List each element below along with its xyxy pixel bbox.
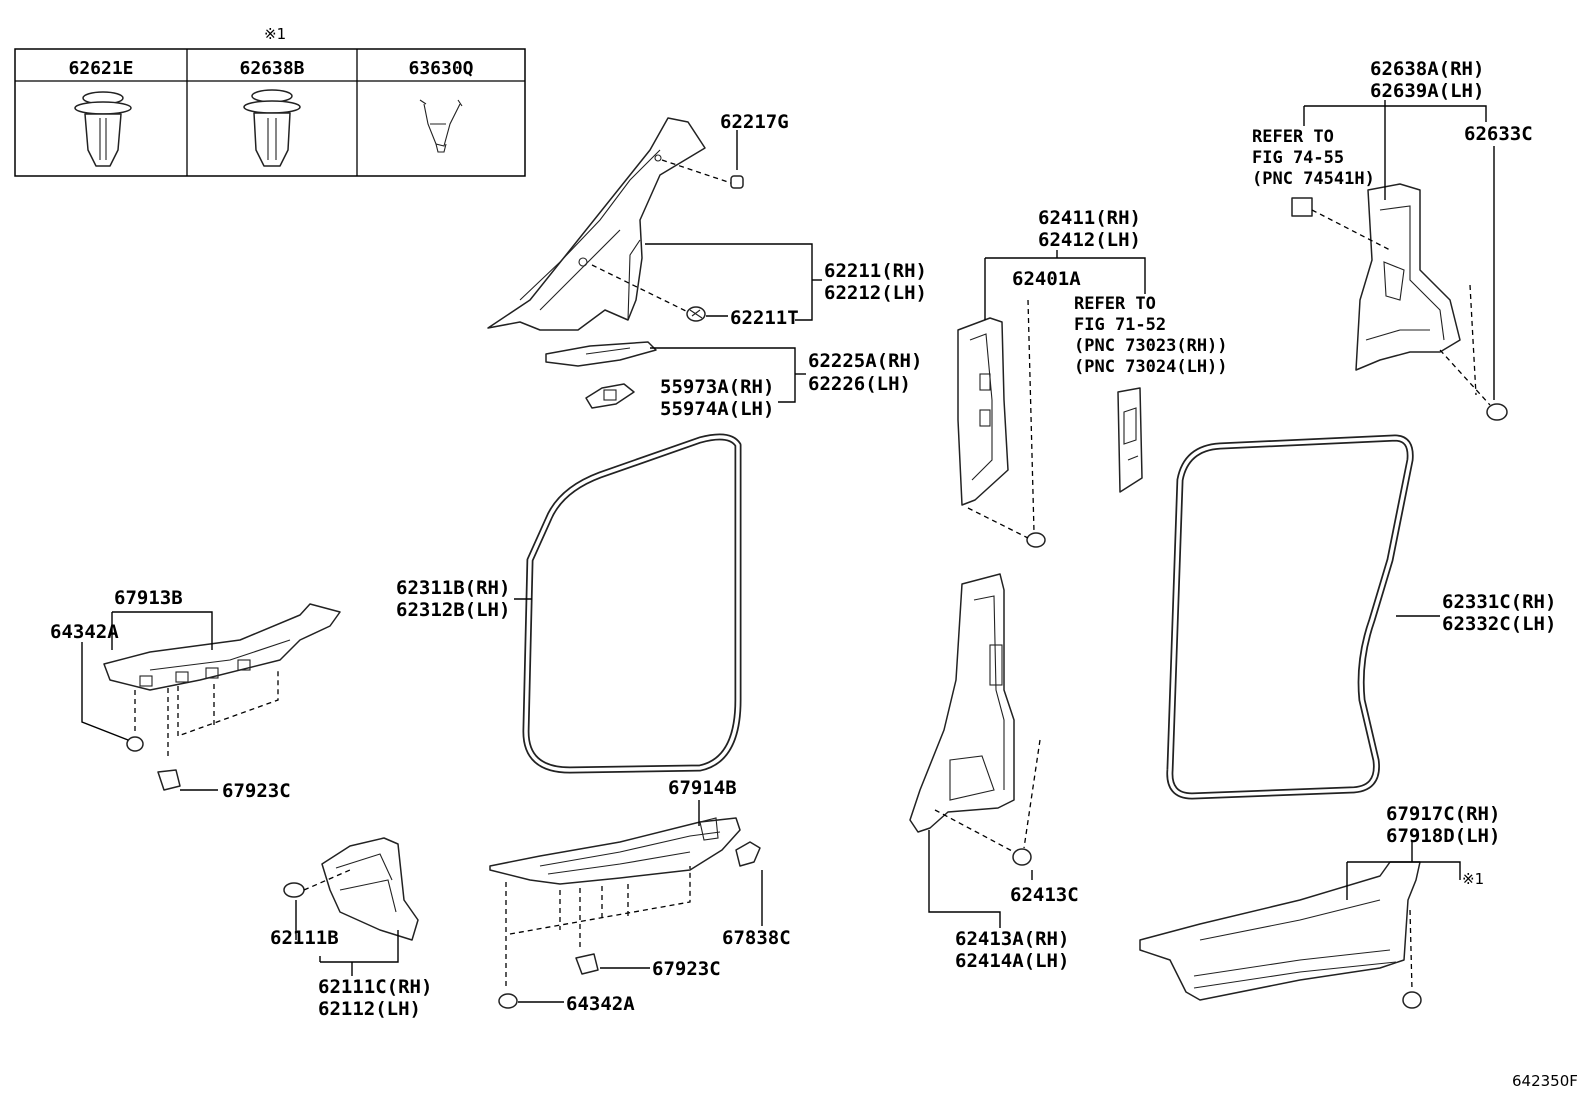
clip-62621E-placement-icon [1402, 991, 1422, 1009]
clip-63630Q-icon [419, 99, 463, 153]
ref-fig71-line2: FIG 71-52 [1074, 315, 1166, 335]
label-62638ARH: 62638A(RH) [1370, 58, 1484, 80]
label-62412LH: 62412(LH) [1038, 229, 1141, 251]
cowl-side-trim-62111C [321, 837, 419, 941]
label-62211T: 62211T [730, 307, 799, 329]
label-62111B: 62111B [270, 927, 339, 949]
clip-64342A-top-icon [126, 736, 144, 752]
center-pillar-garnish-upper [957, 317, 1009, 506]
legend-header-62621E: 62621E [68, 58, 133, 79]
label-62413C: 62413C [1010, 884, 1079, 906]
clip-62111B-icon [283, 882, 305, 898]
clip-67923C-bottom-icon [575, 953, 599, 975]
bracket-55973A [585, 383, 635, 409]
label-67913B: 67913B [114, 587, 183, 609]
label-55973ARH: 55973A(RH) [660, 376, 774, 398]
front-pillar-garnish [487, 117, 706, 331]
leader-lines [81, 100, 1495, 1003]
part-labels: 62217G 62211(RH) 62212(LH) 62211T 62225A… [50, 58, 1578, 1090]
label-55974ALH: 55974A(LH) [660, 398, 774, 420]
legend-header-62638B: 62638B [239, 58, 304, 79]
legend-note-mark: ※1 [264, 25, 286, 43]
label-62639ALH: 62639A(LH) [1370, 80, 1484, 102]
clip-62217G-icon [730, 175, 744, 189]
clip-62211T-icon [686, 306, 706, 322]
label-67917CRH: 67917C(RH) [1386, 803, 1500, 825]
ref-fig71-line4: (PNC 73024(LH)) [1074, 357, 1228, 377]
clip-62633C-icon [1486, 403, 1508, 421]
label-62112LH: 62112(LH) [318, 998, 421, 1020]
label-62332CLH: 62332C(LH) [1442, 613, 1556, 635]
center-pillar-garnish-lower [909, 573, 1015, 833]
rear-quarter-pillar-garnish [1355, 183, 1461, 371]
label-62411RH: 62411(RH) [1038, 207, 1141, 229]
label-67838C: 67838C [722, 927, 791, 949]
front-scuff-plate-67913B [103, 603, 341, 691]
fastener-legend-table: ※1 62621E 62638B 63630Q [14, 25, 526, 177]
label-62217G: 62217G [720, 111, 789, 133]
clip-67923C-top-icon [157, 769, 181, 791]
clip-62413C-icon [1012, 848, 1032, 866]
label-67923C-bottom: 67923C [652, 958, 721, 980]
legend-header-63630Q: 63630Q [408, 58, 473, 79]
label-62225ARH: 62225A(RH) [808, 350, 922, 372]
ref-fig71-line3: (PNC 73023(RH)) [1074, 336, 1228, 356]
ref-fig74-line1: REFER TO [1252, 127, 1334, 147]
label-62331CRH: 62331C(RH) [1442, 591, 1556, 613]
ref-fig71-line1: REFER TO [1074, 294, 1156, 314]
label-62311BRH: 62311B(RH) [396, 577, 510, 599]
label-67914B: 67914B [668, 777, 737, 799]
label-62633C: 62633C [1464, 123, 1533, 145]
rear-door-weatherstrip [1166, 434, 1414, 800]
garnish-62225A [545, 341, 657, 367]
label-67918DLH: 67918D(LH) [1386, 825, 1500, 847]
label-64342A-top: 64342A [50, 621, 119, 643]
cover-67838C-icon [735, 841, 761, 867]
front-door-weatherstrip [522, 433, 742, 774]
figure-id: 642350F [1512, 1072, 1578, 1090]
label-62401A: 62401A [1012, 268, 1081, 290]
label-62312BLH: 62312B(LH) [396, 599, 510, 621]
note-mark-placement: ※1 [1462, 870, 1484, 888]
label-62226LH: 62226(LH) [808, 373, 911, 395]
ref-fig74-line3: (PNC 74541H) [1252, 169, 1375, 189]
clip-62621E-icon [74, 91, 132, 167]
label-62111CRH: 62111C(RH) [318, 976, 432, 998]
label-67923C-top: 67923C [222, 780, 291, 802]
label-62212LH: 62212(LH) [824, 282, 927, 304]
rear-door-scuff-plate-67917C [1139, 861, 1421, 1001]
label-62414ALH: 62414A(LH) [955, 950, 1069, 972]
ref-fig74-line2: FIG 74-55 [1252, 148, 1344, 168]
front-door-scuff-plate-67914B [489, 817, 741, 885]
clip-64342A-bottom-icon [498, 993, 518, 1009]
label-64342A-bottom: 64342A [566, 993, 635, 1015]
label-62413ARH: 62413A(RH) [955, 928, 1069, 950]
switch-panel-ref-73023 [1117, 387, 1143, 493]
ref-part-74541H-icon [1291, 197, 1313, 217]
clip-62401A-icon [1026, 532, 1046, 548]
clip-62638B-icon [243, 89, 301, 167]
label-62211RH: 62211(RH) [824, 260, 927, 282]
